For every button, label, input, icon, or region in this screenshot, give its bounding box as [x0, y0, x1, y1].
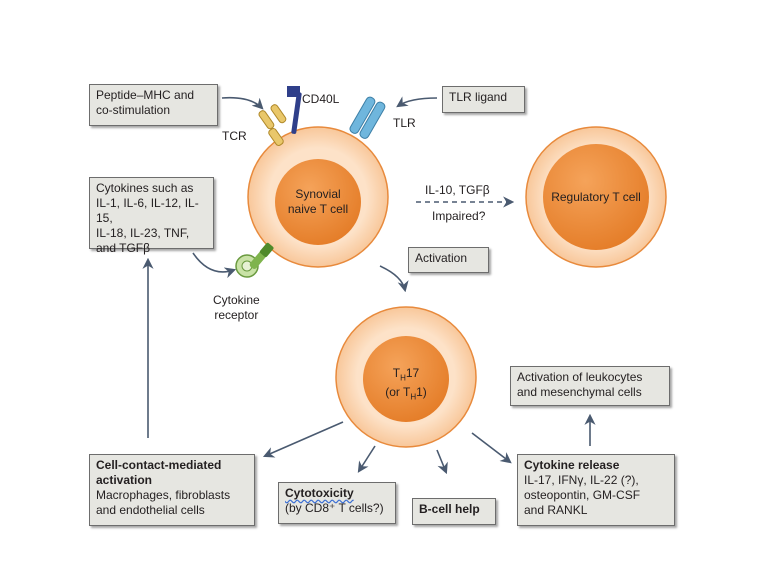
- cytokine-release-title: Cytokine release: [524, 458, 620, 472]
- leukocytes-line-1: Activation of leukocytes: [517, 370, 643, 384]
- cytokines-line-3: IL-18, IL-23, TNF,: [96, 226, 190, 240]
- arrow-peptide-to-cell: [221, 96, 264, 110]
- cd40l-icon: [287, 86, 302, 134]
- th1-close: 1): [416, 385, 427, 400]
- arrow-to-cytotoxicity: [357, 445, 376, 473]
- leukocytes-line-2: and mesenchymal cells: [517, 385, 642, 399]
- naive-t-cell: [247, 126, 389, 268]
- cytokine-release-line-2: osteopontin, GM-CSF: [524, 488, 641, 502]
- tcr-receptor-icon: [258, 104, 287, 146]
- cell-contact-box: Cell-contact-mediated activation Macroph…: [89, 454, 255, 526]
- naive-cell-line-1: Synovial: [295, 187, 341, 201]
- th17-t: T: [392, 366, 401, 380]
- cytokine-receptor-label: Cytokine receptor: [213, 293, 260, 323]
- arrows: [142, 96, 596, 475]
- tlr-label: TLR: [393, 116, 416, 130]
- cytokine-receptor-icon: [235, 242, 274, 278]
- b-cell-help-label: B-cell help: [419, 502, 480, 516]
- th1-open: (or T: [385, 385, 411, 400]
- th17-sub: H: [400, 373, 406, 383]
- th17-suffix: 17: [405, 366, 420, 380]
- cytokines-line-2: IL-1, IL-6, IL-12, IL-15,: [96, 196, 199, 225]
- regulatory-t-cell: [525, 126, 667, 268]
- impaired-label: Impaired?: [432, 209, 486, 223]
- il10-tgfb-label: IL-10, TGFβ: [425, 183, 490, 197]
- cytokines-box: Cytokines such as IL-1, IL-6, IL-12, IL-…: [89, 177, 214, 255]
- cytokine-release-line-1: IL-17, IFNγ, IL-22 (?),: [524, 473, 639, 487]
- peptide-mhc-line-1: Peptide–MHC and: [96, 88, 195, 102]
- peptide-mhc-line-2: co-stimulation: [96, 103, 171, 117]
- tlr-receptor-icon: [349, 96, 386, 139]
- activation-label: Activation: [415, 251, 468, 265]
- cytotoxicity-body: (by CD8⁺ T cells?): [285, 501, 384, 515]
- th17-line-1: TH17: [366, 366, 446, 385]
- th17-line-2: (or TH1): [366, 385, 446, 404]
- cytokine-receptor-line-1: Cytokine: [213, 293, 260, 307]
- arrow-tlr-ligand-to-cell: [396, 96, 438, 108]
- cytotoxicity-box: Cytotoxicity (by CD8⁺ T cells?): [278, 482, 396, 524]
- arrow-cytokines-to-receptor: [192, 252, 237, 279]
- regulatory-cell-text: Regulatory T cell: [551, 190, 641, 204]
- th1-sub: H: [410, 392, 417, 402]
- arrow-to-bcell: [436, 449, 448, 475]
- tcr-label: TCR: [222, 129, 247, 143]
- cell-contact-title-2: activation: [96, 473, 153, 487]
- cd40l-label: CD40L: [302, 92, 340, 106]
- cell-contact-body-1: Macrophages, fibroblasts: [96, 488, 231, 502]
- naive-cell-label: Synovial naive T cell: [268, 187, 368, 217]
- naive-cell-line-2: naive T cell: [287, 202, 349, 216]
- cell-contact-body-2: and endothelial cells: [96, 503, 205, 517]
- arrow-activation: [379, 265, 409, 293]
- cytotoxicity-title: Cytotoxicity: [285, 486, 354, 500]
- b-cell-help-box: B-cell help: [412, 498, 496, 525]
- tlr-ligand-label: TLR ligand: [449, 90, 508, 104]
- activation-box: Activation: [408, 247, 489, 273]
- regulatory-cell-label: Regulatory T cell: [541, 190, 651, 205]
- cytokine-receptor-line-2: receptor: [214, 308, 259, 322]
- arrow-to-cell-contact: [262, 421, 344, 458]
- th17-cell-label: TH17 (or TH1): [366, 366, 446, 405]
- cytokines-line-1: Cytokines such as: [96, 181, 194, 195]
- arrow-to-cytokine-release: [471, 432, 512, 464]
- leukocytes-box: Activation of leukocytes and mesenchymal…: [510, 366, 670, 406]
- th17-cell: [335, 306, 477, 448]
- cytokines-line-4: and TGFβ: [96, 241, 151, 255]
- cytokine-release-box: Cytokine release IL-17, IFNγ, IL-22 (?),…: [517, 454, 675, 526]
- peptide-mhc-box: Peptide–MHC and co-stimulation: [89, 84, 218, 126]
- cell-contact-title-1: Cell-contact-mediated: [96, 458, 222, 472]
- cytokine-release-line-3: and RANKL: [524, 503, 588, 517]
- tlr-ligand-box: TLR ligand: [442, 86, 525, 113]
